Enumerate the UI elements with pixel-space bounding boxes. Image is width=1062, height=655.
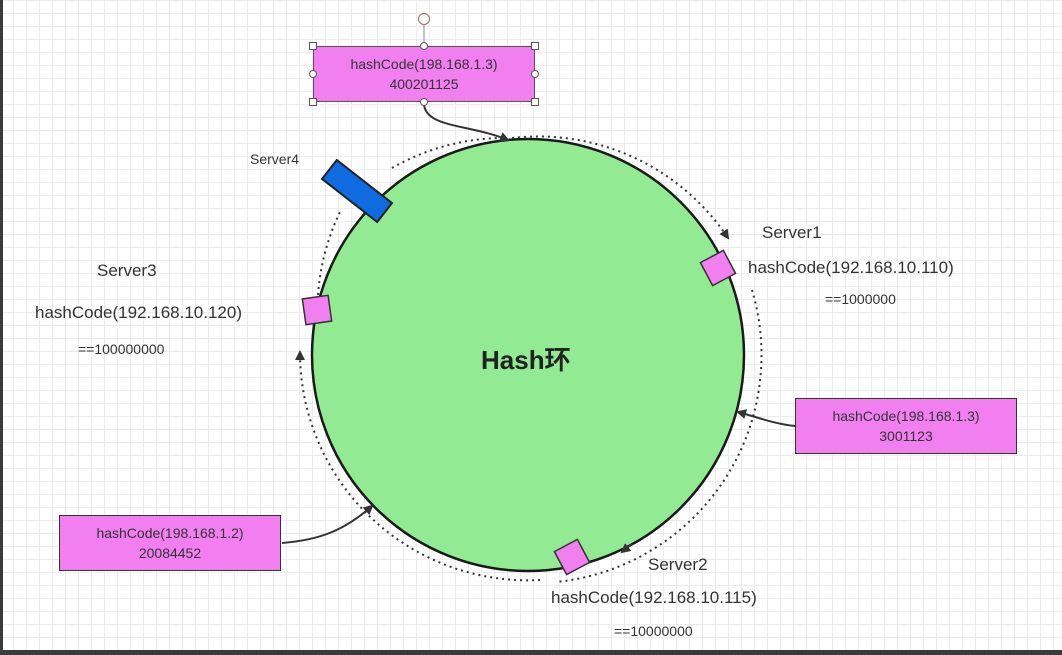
connector-request-right: [736, 409, 796, 427]
server1-name: Server1: [762, 223, 822, 242]
resize-handle-e[interactable]: [531, 70, 539, 78]
resize-handle-nw[interactable]: [309, 42, 317, 50]
resize-handle-ne[interactable]: [531, 42, 539, 50]
rotate-handle[interactable]: [418, 13, 430, 25]
server1-hash-expr: hashCode(192.168.10.110): [748, 258, 954, 277]
request-right-value: 3001123: [879, 428, 933, 444]
request-left-expr: hashCode(198.168.1.2): [96, 525, 244, 541]
request-top-value: 400201125: [389, 76, 459, 92]
server4-name: Server4: [250, 151, 300, 167]
server2-hash-expr: hashCode(192.168.10.115): [551, 588, 757, 607]
resize-handle-se[interactable]: [531, 98, 539, 106]
server1-marker: [699, 249, 737, 287]
server3-marker: [301, 294, 333, 326]
arrow-to-server2: [620, 543, 633, 554]
request-top-expr: hashCode(198.168.1.3): [350, 56, 498, 72]
request-box-top[interactable]: hashCode(198.168.1.3) 400201125: [313, 46, 535, 102]
arc-server3-to-server4: [317, 211, 341, 296]
resize-handle-sw[interactable]: [309, 98, 317, 106]
arc-server1-to-server2: [555, 289, 763, 583]
resize-handle-w[interactable]: [309, 70, 317, 78]
server4-marker: [320, 158, 394, 224]
server2-name: Server2: [648, 555, 708, 574]
connector-request-top: [423, 102, 510, 142]
request-left-value: 20084452: [138, 545, 202, 561]
server3-hash-expr: hashCode(192.168.10.120): [35, 303, 242, 322]
hash-ring: [310, 137, 746, 573]
resize-handle-n[interactable]: [420, 42, 428, 50]
arc-top-to-server1: [511, 135, 730, 240]
server3-hash-value: ==100000000: [78, 341, 165, 357]
request-right-expr: hashCode(198.168.1.3): [832, 408, 980, 424]
resize-handle-s[interactable]: [420, 98, 428, 106]
server2-hash-value: ==10000000: [614, 623, 693, 639]
ring-title: Hash环: [481, 345, 571, 375]
server2-marker: [553, 538, 591, 576]
server1-hash-value: ==1000000: [825, 291, 896, 307]
server3-name: Server3: [97, 261, 157, 280]
request-box-left[interactable]: hashCode(198.168.1.2) 20084452: [59, 515, 281, 571]
connector-request-left: [281, 504, 374, 544]
request-box-right[interactable]: hashCode(198.168.1.3) 3001123: [795, 398, 1017, 454]
